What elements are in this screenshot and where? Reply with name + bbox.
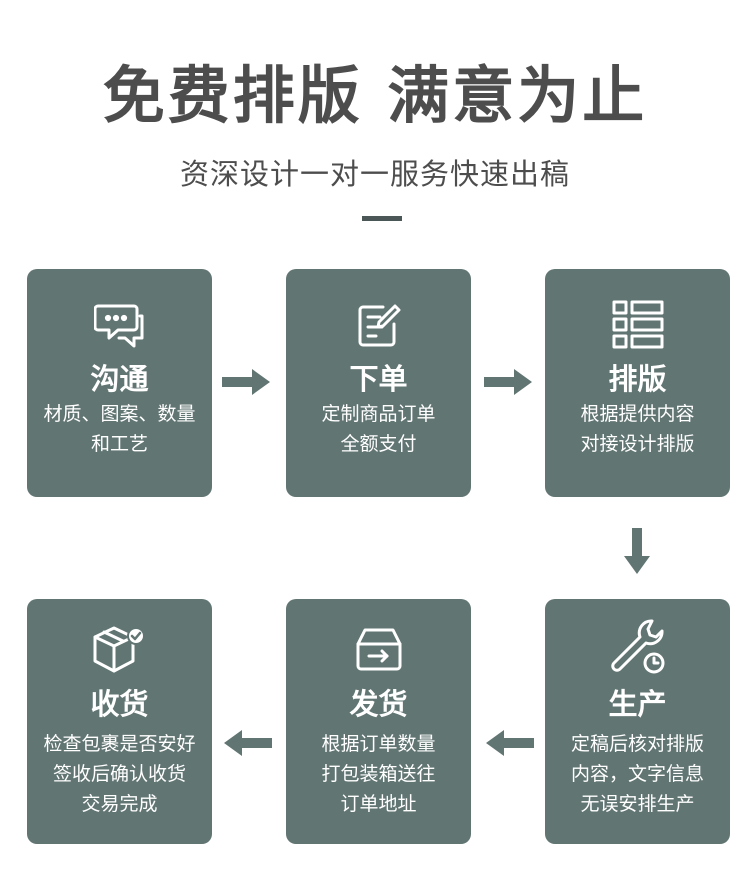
step-desc-line: 打包装箱送往: [321, 763, 436, 785]
step-desc-line: 无误安排生产: [580, 793, 695, 815]
step-desc-line: 根据提供内容: [580, 403, 695, 425]
arrow-right-icon: [222, 369, 270, 395]
step-desc-line: 订单地址: [340, 793, 417, 815]
step-card-production: 生产 定稿后核对排版 内容，文字信息 无误安排生产: [545, 599, 730, 844]
step-card-layout: 排版 根据提供内容 对接设计排版: [545, 269, 730, 497]
step-desc-line: 和工艺: [90, 433, 148, 455]
step-name: 沟通: [90, 362, 149, 396]
edit-note-icon: [286, 297, 471, 353]
arrow-right-icon: [484, 369, 532, 395]
layout-grid-icon: [545, 297, 730, 353]
wrench-clock-icon: [545, 619, 730, 675]
outbox-icon: [286, 621, 471, 677]
step-desc-line: 检查包裹是否安好: [43, 733, 196, 755]
step-desc-line: 交易完成: [81, 793, 158, 815]
arrow-left-icon: [486, 730, 534, 756]
step-card-order: 下单 定制商品订单 全额支付: [286, 269, 471, 497]
step-desc-line: 签收后确认收货: [52, 763, 186, 785]
step-desc-line: 定稿后核对排版: [570, 733, 704, 755]
chat-bubble-icon: [27, 297, 212, 353]
step-name: 排版: [608, 362, 667, 396]
step-name: 收货: [90, 687, 149, 721]
step-name: 发货: [349, 687, 408, 721]
step-name: 生产: [608, 687, 667, 721]
step-desc-line: 材质、图案、数量: [43, 403, 196, 425]
step-card-shipping: 发货 根据订单数量 打包装箱送往 订单地址: [286, 599, 471, 844]
title-divider: [362, 216, 402, 221]
step-card-communicate: 沟通 材质、图案、数量 和工艺: [27, 269, 212, 497]
page-subtitle: 资深设计一对一服务快速出稿: [179, 157, 570, 191]
step-card-receive: 收货 检查包裹是否安好 签收后确认收货 交易完成: [27, 599, 212, 844]
step-desc-line: 对接设计排版: [580, 433, 695, 455]
step-desc-line: 全额支付: [340, 433, 417, 455]
arrow-down-icon: [624, 528, 650, 574]
step-desc-line: 根据订单数量: [321, 733, 436, 755]
step-name: 下单: [349, 362, 408, 396]
package-check-icon: [27, 621, 212, 677]
arrow-left-icon: [224, 730, 272, 756]
step-desc-line: 定制商品订单: [321, 403, 436, 425]
page-title: 免费排版 满意为止: [102, 59, 648, 132]
step-desc-line: 内容，文字信息: [570, 763, 704, 785]
